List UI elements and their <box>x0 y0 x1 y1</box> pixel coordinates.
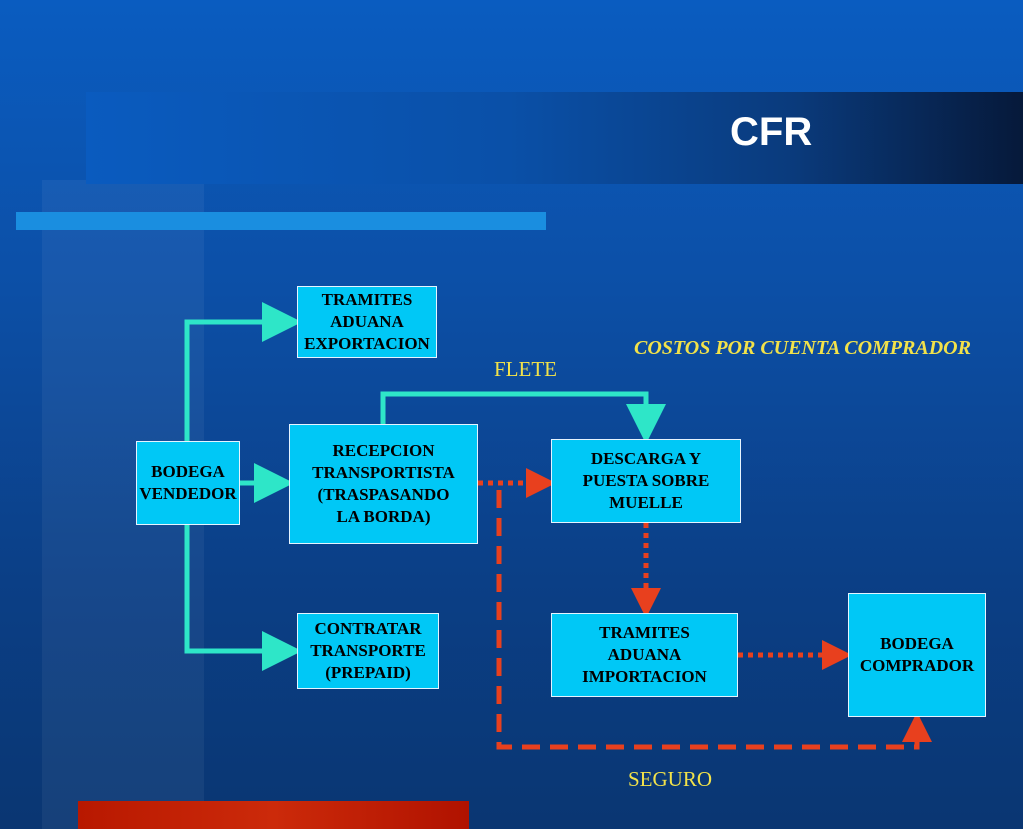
box-recepcion-transportista: RECEPCION TRANSPORTISTA (TRASPASANDO LA … <box>289 424 478 544</box>
label-costos-comprador: COSTOS POR CUENTA COMPRADOR <box>634 337 971 359</box>
box-tramites-exportacion: TRAMITES ADUANA EXPORTACION <box>297 286 437 358</box>
arrow-seguro <box>496 490 932 750</box>
bottom-accent-bar <box>78 801 469 829</box>
slide-title: CFR <box>730 110 813 154</box>
accent-bar <box>16 212 546 230</box>
box-descarga-muelle: DESCARGA Y PUESTA SOBRE MUELLE <box>551 439 741 523</box>
arrow-flete <box>380 391 666 444</box>
box-contratar-transporte: CONTRATAR TRANSPORTE (PREPAID) <box>297 613 439 689</box>
box-tramites-importacion: TRAMITES ADUANA IMPORTACION <box>551 613 738 697</box>
label-flete: FLETE <box>494 357 557 381</box>
title-bar: CFR <box>86 92 1023 184</box>
arrow-to-contratar-transporte <box>184 525 302 671</box>
box-bodega-comprador: BODEGA COMPRADOR <box>848 593 986 717</box>
box-bodega-vendedor: BODEGA VENDEDOR <box>136 441 240 525</box>
arrow-to-tramites-exportacion <box>184 302 302 441</box>
label-seguro: SEGURO <box>628 767 713 791</box>
